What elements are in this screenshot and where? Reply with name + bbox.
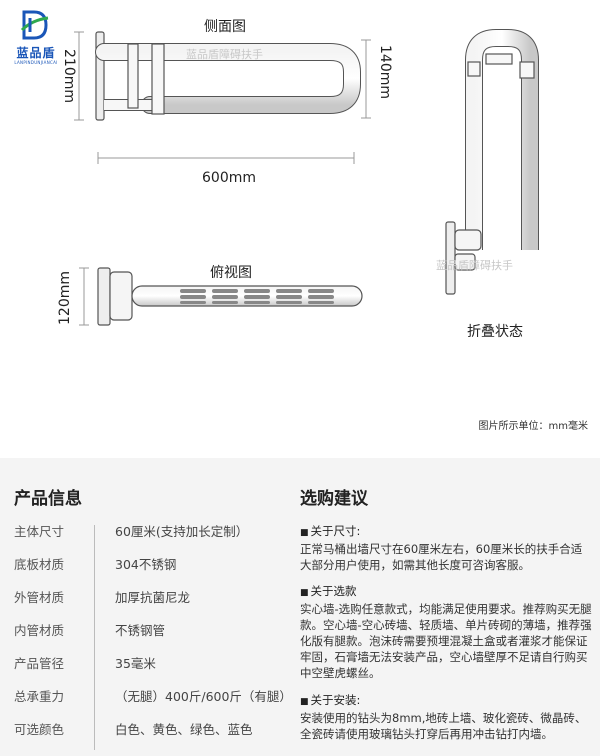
- product-diagram-area: 蓝品盾 LANPINDUNJIANCAI: [8, 8, 588, 432]
- spec-value: 不锈钢管: [115, 623, 166, 638]
- advice-body: 实心墙-选购任意款式，均能满足使用要求。推荐购买无腿款。空心墙-空心砖墙、轻质墙…: [300, 602, 592, 680]
- advice-item-model: 关于选款 实心墙-选购任意款式，均能满足使用要求。推荐购买无腿款。空心墙-空心砖…: [300, 583, 592, 681]
- spec-row: 产品管径 35毫米: [0, 649, 290, 679]
- dim-210-label: 210mm: [61, 49, 77, 103]
- folded-label: 折叠状态: [467, 324, 523, 340]
- advice-heading: 关于尺寸:: [300, 523, 592, 541]
- unit-note: 图片所示单位：mm毫米: [478, 421, 588, 432]
- side-view-drawing: [74, 31, 371, 164]
- watermark-folded: 蓝品盾障碍扶手: [436, 259, 513, 272]
- diagram-drawings: [74, 29, 539, 326]
- spec-value: （无腿）400斤/600斤（有腿）: [115, 689, 292, 704]
- spec-key: 主体尺寸: [14, 524, 65, 539]
- spec-row: 主体尺寸 60厘米(支持加长定制）: [0, 517, 290, 547]
- spec-value: 35毫米: [115, 656, 156, 671]
- spec-divider: [94, 525, 95, 750]
- dim-120-label: 120mm: [57, 271, 73, 325]
- advice-heading: 关于选款: [300, 583, 592, 601]
- spec-value: 304不锈钢: [115, 557, 177, 572]
- logo-mark-icon: [20, 10, 49, 40]
- advice-body: 正常马桶出墙尺寸在60厘米左右，60厘米长的扶手合适大部分用户使用，如需其他长度…: [300, 542, 583, 572]
- top-view-drawing: [79, 267, 363, 326]
- folded-view-drawing: [445, 29, 539, 295]
- spec-row: 内管材质 不锈钢管: [0, 616, 290, 646]
- spec-row: 底板材质 304不锈钢: [0, 550, 290, 580]
- spec-key: 可选颜色: [14, 722, 65, 737]
- spec-value: 白色、黄色、绿色、蓝色: [115, 722, 253, 737]
- dim-600-label: 600mm: [202, 170, 256, 186]
- spec-key: 内管材质: [14, 623, 65, 638]
- dim-140-label: 140mm: [377, 45, 393, 99]
- spec-value: 加厚抗菌尼龙: [115, 590, 191, 605]
- advice-item-size: 关于尺寸: 正常马桶出墙尺寸在60厘米左右，60厘米长的扶手合适大部分用户使用，…: [300, 523, 592, 573]
- brand-subtitle: LANPINDUNJIANCAI: [14, 60, 58, 65]
- advice-heading: 关于安装:: [300, 692, 592, 710]
- product-info-title: 产品信息: [14, 489, 82, 509]
- watermark-side: 蓝品盾障碍扶手: [186, 48, 263, 61]
- top-view-label: 俯视图: [210, 265, 252, 281]
- spec-key: 外管材质: [14, 590, 65, 605]
- brand-logo: 蓝品盾 LANPINDUNJIANCAI: [8, 8, 64, 70]
- spec-key: 产品管径: [14, 656, 65, 671]
- spec-key: 底板材质: [14, 557, 65, 572]
- side-view-label: 侧面图: [204, 19, 246, 35]
- brand-name: 蓝品盾: [16, 46, 56, 60]
- spec-key: 总承重力: [14, 689, 65, 704]
- advice-body: 安装使用的钻头为8mm,地砖上墙、玻化瓷砖、微晶砖、全瓷砖请使用玻璃钻头打穿后再…: [300, 711, 587, 741]
- spec-row: 可选颜色 白色、黄色、绿色、蓝色: [0, 715, 290, 745]
- spec-value: 60厘米(支持加长定制）: [115, 524, 249, 539]
- advice-item-install: 关于安装: 安装使用的钻头为8mm,地砖上墙、玻化瓷砖、微晶砖、全瓷砖请使用玻璃…: [300, 692, 592, 742]
- advice-title: 选购建议: [300, 489, 368, 509]
- spec-row: 外管材质 加厚抗菌尼龙: [0, 583, 290, 613]
- spec-row: 总承重力 （无腿）400斤/600斤（有腿）: [0, 682, 292, 712]
